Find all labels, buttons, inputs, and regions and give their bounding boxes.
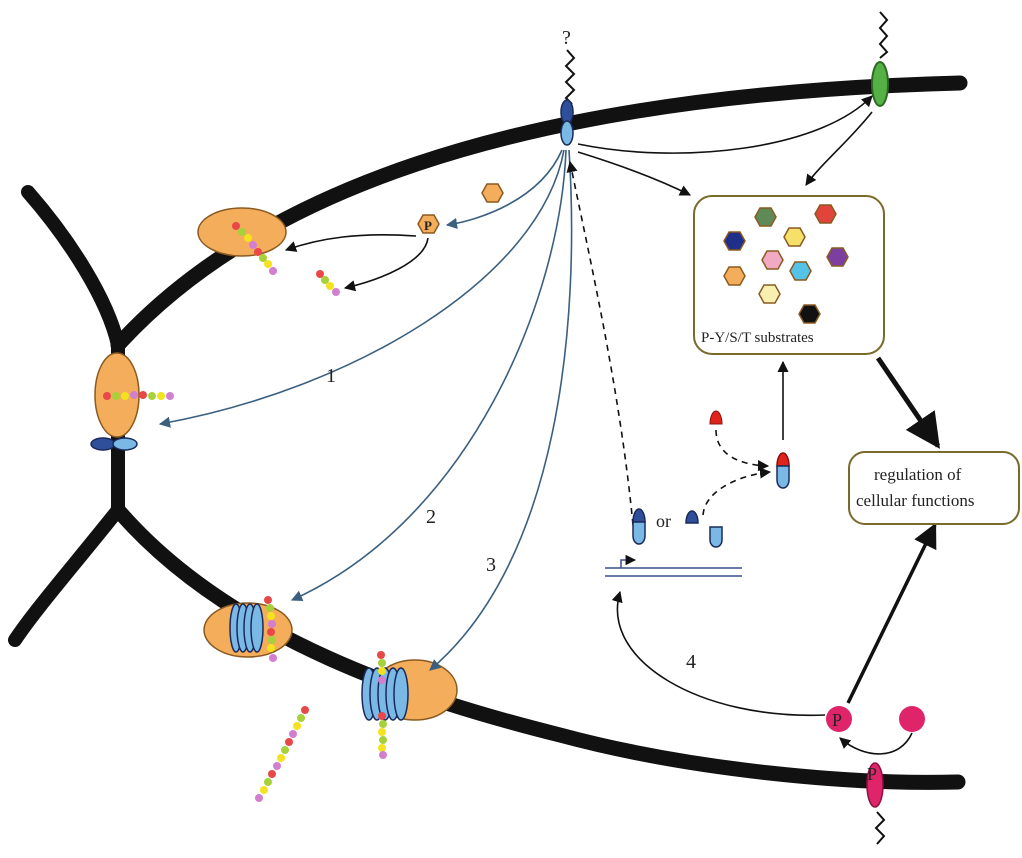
hexagon-unphosphorylated [481,183,504,203]
released-chain [316,270,340,296]
receptor-unknown [560,49,576,146]
long-bead-chain [255,706,309,802]
receptor-green [871,11,889,107]
pathway-3-label: 3 [486,554,496,576]
hexagon-phosphorylated [417,214,440,234]
gene-promoter [605,554,742,577]
phosphatase-active [776,452,790,489]
receptor-magenta [866,762,886,845]
junction-top [197,207,287,275]
phospho-label-receptor: P [867,764,877,784]
teal-arrows [158,149,573,671]
pathway-1-label: 1 [326,365,336,387]
channel-complex-2 [203,596,293,662]
pathway-2-label: 2 [426,506,436,528]
phospho-label-hexagon: P [424,218,432,233]
phosphatase-split [685,510,723,548]
regulation-box [848,451,1020,525]
pathway-4-label: 4 [686,651,696,673]
junction-left [90,352,174,451]
substrates-box [693,195,885,355]
regulation-line2: cellular functions [856,491,975,510]
substrates-label: P-Y/S/T substrates [701,330,814,346]
channel-complex-3 [361,651,458,759]
phosphatase-intact [632,508,646,545]
regulation-line1: regulation of [874,465,962,484]
or-label: or [656,511,671,531]
question-label: ? [562,27,571,49]
magenta-phosphorylated [826,706,852,732]
red-subunit [709,410,723,425]
phospho-label-magenta: P [832,710,842,730]
magenta-unphosphorylated [899,706,925,732]
black-arrows [284,95,941,755]
